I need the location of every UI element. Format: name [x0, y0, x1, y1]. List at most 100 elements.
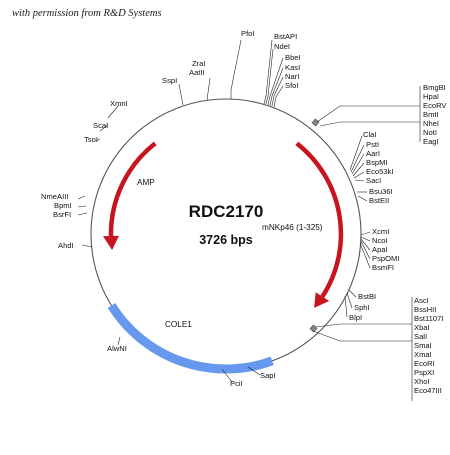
site-alwni: AlwNI [107, 344, 127, 353]
leader-bstbi [348, 289, 357, 298]
plasmid-size: 3726 bps [199, 233, 253, 247]
amp-gene-arrow [108, 141, 157, 237]
site-aatii: AatII [189, 68, 205, 77]
site-mcs2: XhoI [414, 377, 430, 386]
site-kasi: KasI [285, 63, 300, 72]
site-ncoi: NcoI [372, 236, 388, 245]
leader-sphi [346, 292, 353, 309]
leader-bpmi [77, 205, 87, 208]
leader-alwni [117, 336, 121, 346]
leader-mcs1-bottom [319, 121, 420, 127]
site-sfoi: SfoI [285, 81, 299, 90]
site-ndei: NdeI [274, 42, 290, 51]
insert-arrowhead [314, 292, 330, 308]
leader-mcs2-top [314, 323, 412, 328]
leader-xmni [107, 105, 119, 119]
leader-pfoi [230, 39, 242, 99]
site-mcs2: XbaI [414, 323, 430, 332]
leader-bspmi [352, 162, 365, 177]
leader-blpi [344, 295, 348, 318]
leader-xcmi [360, 231, 371, 236]
leader-bstapi [263, 39, 273, 105]
site-mcs1: HpaI [423, 92, 439, 101]
leader-ahdi [81, 244, 93, 248]
leader-pcii [221, 368, 233, 383]
site-mcs2: BssHII [414, 305, 436, 314]
leader-bsmfi [359, 242, 371, 269]
site-bpmi: BpmI [54, 201, 72, 210]
site-saci: SacI [366, 176, 381, 185]
site-zral: ZraI [192, 59, 206, 68]
site-nari: NarI [285, 72, 299, 81]
leader-ncoi [360, 236, 371, 242]
site-nmeaiii: NmeAIII [41, 192, 68, 201]
site-sphi: SphI [354, 303, 370, 312]
leader-clai [349, 135, 363, 171]
leader-zral [206, 77, 211, 101]
site-mcs1: EagI [423, 137, 439, 146]
site-pfoi: PfoI [241, 29, 255, 38]
leader-mcs2-bottom [312, 330, 412, 342]
site-mcs2: PspXI [414, 368, 434, 377]
site-mcs1: BmtI [423, 110, 439, 119]
leader-saci [354, 179, 365, 182]
cole1-label: COLE1 [165, 320, 192, 329]
site-xmni: XmnI [110, 99, 128, 108]
leader-sfoi [273, 85, 284, 108]
amp-label: AMP [137, 178, 155, 187]
plasmid-name: RDC2170 [189, 202, 264, 221]
site-ahdi: AhdI [58, 241, 74, 250]
site-sspi: SspI [162, 76, 177, 85]
mcs2-site-list: AscI BssHII Bst1107I XbaI SalI SmaI XmaI… [414, 296, 443, 395]
leader-apai [360, 238, 371, 251]
site-bstbi: BstBI [358, 292, 376, 301]
site-eco53ki: Eco53kI [366, 167, 393, 176]
leader-sspi [178, 83, 184, 106]
site-xcmi: XcmI [372, 227, 389, 236]
site-bsteii: BstEII [369, 196, 389, 205]
site-mcs2: SmaI [414, 341, 432, 350]
site-bsmfi: BsmFI [372, 263, 394, 272]
leader-scai [99, 124, 109, 132]
site-aari: AarI [366, 149, 380, 158]
leader-eco53ki [353, 171, 365, 179]
site-mcs1: NheI [423, 119, 439, 128]
leader-psti [350, 144, 365, 173]
insert-gene-arrow [295, 141, 344, 298]
site-mcs1: BmgBI [423, 83, 446, 92]
amp-arrowhead [103, 235, 119, 250]
site-blpi: BlpI [349, 313, 362, 322]
site-mcs1: NotI [423, 128, 437, 137]
leader-kasi [269, 67, 284, 107]
permission-note: with permission from R&D Systems [12, 8, 162, 19]
site-mcs2: SalI [414, 332, 427, 341]
leader-nmeaiii [77, 195, 86, 200]
site-pcii: PciI [230, 379, 243, 388]
cole1-origin-arc [107, 303, 274, 374]
site-clai: ClaI [363, 130, 377, 139]
leader-bsteii [357, 195, 368, 202]
site-scai: ScaI [93, 121, 108, 130]
leader-mcs1-top [316, 105, 420, 123]
site-psti: PstI [366, 140, 379, 149]
leader-bbei [267, 57, 284, 106]
site-pspomi: PspOMI [372, 254, 399, 263]
site-mcs2: Eco47III [414, 386, 442, 395]
leader-tsoi [95, 138, 101, 142]
site-sapi: SapI [260, 371, 276, 380]
site-mcs1: EcoRV [423, 101, 447, 110]
site-apai: ApaI [372, 245, 388, 254]
mcs1-site-list: BmgBI HpaI EcoRV BmtI NheI NotI EagI [423, 83, 447, 146]
insert-label: mNKp46 (1-325) [262, 223, 323, 232]
site-mcs2: Bst1107I [414, 314, 443, 323]
mcs1-marker [311, 118, 320, 127]
site-bsrfi: BsrFI [53, 210, 71, 219]
site-tsoi: TsoI [84, 135, 98, 144]
leader-sapi [247, 366, 261, 376]
site-bspmi: BspMI [366, 158, 388, 167]
leader-ndei [265, 48, 274, 105]
leader-bsrfi [77, 212, 88, 216]
leader-nari [271, 76, 284, 107]
site-bbei: BbeI [285, 53, 301, 62]
leader-pspomi [360, 240, 371, 260]
